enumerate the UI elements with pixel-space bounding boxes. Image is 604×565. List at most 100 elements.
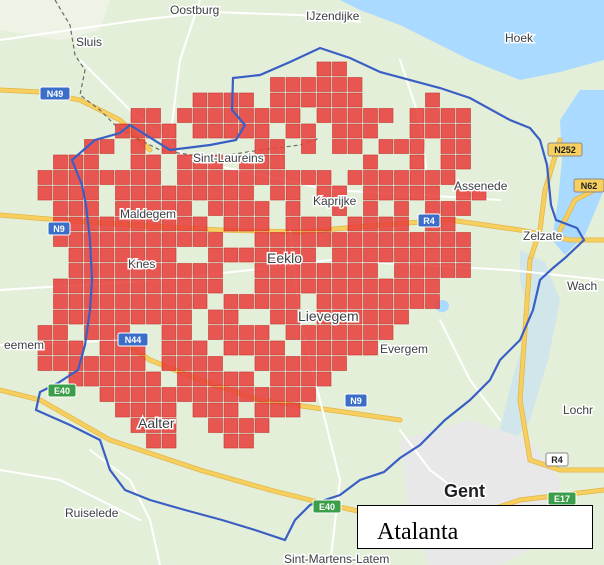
observation-cell: [440, 139, 456, 154]
observation-cell: [192, 263, 208, 278]
observation-cell: [192, 402, 208, 418]
place-label-ijzendijke: IJzendijke: [306, 9, 360, 23]
observation-cell: [316, 232, 332, 247]
observation-cell: [456, 247, 471, 263]
observation-cell: [285, 356, 301, 371]
observation-cell: [146, 185, 161, 201]
observation-cell: [208, 185, 223, 201]
major-road: [0, 88, 152, 152]
observation-cell: [68, 278, 84, 294]
observation-cell: [239, 170, 254, 185]
observation-cell: [347, 340, 363, 356]
observation-cell: [332, 278, 347, 294]
observation-cell: [270, 371, 285, 387]
observation-cell: [192, 340, 208, 356]
observation-cell: [130, 309, 146, 325]
observation-cell: [347, 77, 363, 92]
observation-cell: [130, 278, 146, 294]
observation-cell: [301, 139, 316, 154]
observation-cell: [99, 294, 115, 309]
observation-cell: [99, 170, 115, 185]
observation-cell: [84, 154, 99, 170]
observation-cell: [146, 263, 161, 278]
observation-cell: [316, 278, 332, 294]
port-canal-water: [500, 250, 560, 440]
observation-cell: [192, 154, 208, 170]
observation-cell: [130, 216, 146, 232]
observation-cell: [254, 123, 270, 139]
minor-road: [169, 0, 201, 141]
observation-cell: [316, 92, 332, 108]
observation-cell: [254, 154, 270, 170]
observation-cell: [223, 325, 239, 340]
place-label-sluis: Sluis: [76, 35, 102, 49]
observation-cell: [332, 77, 347, 92]
observation-cell: [68, 201, 84, 216]
observation-cell: [99, 278, 115, 294]
observation-cell: [239, 387, 254, 402]
observation-cell: [146, 232, 161, 247]
observation-cell: [130, 232, 146, 247]
observation-cell: [161, 185, 177, 201]
observation-cell: [161, 356, 177, 371]
observation-cell: [37, 340, 53, 356]
observation-cell: [208, 232, 223, 247]
observation-cell: [223, 216, 239, 232]
road-badge-label: R4: [551, 455, 563, 465]
species-legend: Atalanta: [357, 505, 593, 549]
region-boundary-outline: [34, 46, 586, 542]
observation-cell: [363, 340, 378, 356]
observation-cell: [161, 418, 177, 433]
observation-cell: [208, 92, 223, 108]
minor-road: [0, 469, 141, 521]
place-label-maldegem: Maldegem: [120, 207, 176, 221]
observation-cell: [239, 371, 254, 387]
observation-cell: [347, 232, 363, 247]
observation-cell: [239, 340, 254, 356]
observation-cell: [301, 325, 316, 340]
observation-cell: [285, 294, 301, 309]
observation-cell: [456, 108, 471, 123]
observation-grid: [37, 61, 487, 449]
observation-cell: [332, 185, 347, 201]
observation-cell: [254, 201, 270, 216]
north-land-light: [0, 0, 110, 40]
observation-cell: [363, 278, 378, 294]
observation-cell: [409, 278, 425, 294]
observation-cell: [440, 247, 456, 263]
place-label-lochristi: Lochr: [563, 403, 593, 417]
observation-cell: [347, 278, 363, 294]
observation-cell: [68, 247, 84, 263]
observation-cell: [316, 371, 332, 387]
observation-cell: [425, 123, 440, 139]
observation-cell: [208, 263, 223, 278]
observation-cell: [347, 247, 363, 263]
observation-cell: [208, 201, 223, 216]
observation-cell: [456, 263, 471, 278]
observation-cell: [347, 325, 363, 340]
observation-cell: [239, 294, 254, 309]
observation-cell: [146, 309, 161, 325]
observation-cell: [115, 263, 130, 278]
observation-cell: [177, 325, 192, 340]
observation-cell: [394, 309, 409, 325]
observation-cell: [192, 278, 208, 294]
observation-cell: [332, 356, 347, 371]
place-label-oostburg: Oostburg: [170, 3, 219, 17]
observation-cell: [394, 201, 409, 216]
observation-cell: [130, 247, 146, 263]
observation-cell: [115, 170, 130, 185]
observation-cell: [177, 108, 192, 123]
observation-cell: [285, 387, 301, 402]
observation-cell: [177, 340, 192, 356]
observation-cell: [208, 154, 223, 170]
observation-cell: [332, 201, 347, 216]
observation-cell: [208, 278, 223, 294]
observation-cell: [440, 201, 456, 216]
observation-cell: [254, 402, 270, 418]
observation-cell: [115, 402, 130, 418]
observation-cell: [316, 170, 332, 185]
road-badge-label: E40: [54, 386, 70, 396]
observation-cell: [254, 356, 270, 371]
